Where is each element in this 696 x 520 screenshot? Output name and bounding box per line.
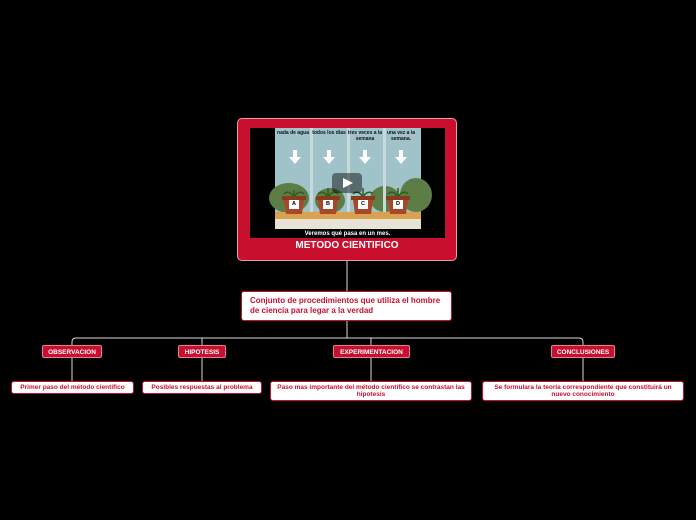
leaf-observacion[interactable]: Primer paso del método científico (11, 381, 134, 394)
plant-pot: D (385, 188, 411, 214)
branch-experimentacion[interactable]: EXPERIMENTACION (333, 345, 410, 358)
leaf-hipotesis[interactable]: Posibles respuestas al problema (142, 381, 262, 394)
plant-pot: B (315, 188, 341, 214)
column-label: todos los días (312, 130, 346, 136)
arrow-down-icon (323, 150, 335, 164)
leaf-experimentacion[interactable]: Paso mas importante del método científic… (270, 381, 472, 401)
video-player[interactable]: nada de agua todos los días tres veces a… (250, 128, 445, 238)
video-thumbnail: nada de agua todos los días tres veces a… (269, 128, 432, 229)
column-label: nada de agua (277, 130, 309, 136)
root-node[interactable]: nada de agua todos los días tres veces a… (237, 118, 457, 261)
video-caption: Veremos qué pasa en un mes. (304, 231, 391, 237)
plant-pot: A (281, 188, 307, 214)
play-icon[interactable] (332, 173, 362, 193)
branch-hipotesis[interactable]: HIPOTESIS (178, 345, 226, 358)
branch-observacion[interactable]: OBSERVACION (42, 345, 102, 358)
arrow-down-icon (395, 150, 407, 164)
column-label: tres veces a la semana (347, 130, 383, 142)
plant-pot: C (350, 188, 376, 214)
leaf-conclusiones[interactable]: Se formulara la teoría correspondiente q… (482, 381, 684, 401)
arrow-down-icon (289, 150, 301, 164)
branch-conclusiones[interactable]: CONCLUSIONES (551, 345, 615, 358)
arrow-down-icon (359, 150, 371, 164)
column-label: una vez a la semana. (386, 130, 416, 142)
description-node[interactable]: Conjunto de procedimientos que utiliza e… (241, 291, 452, 321)
root-title: METODO CIENTIFICO (295, 240, 399, 251)
